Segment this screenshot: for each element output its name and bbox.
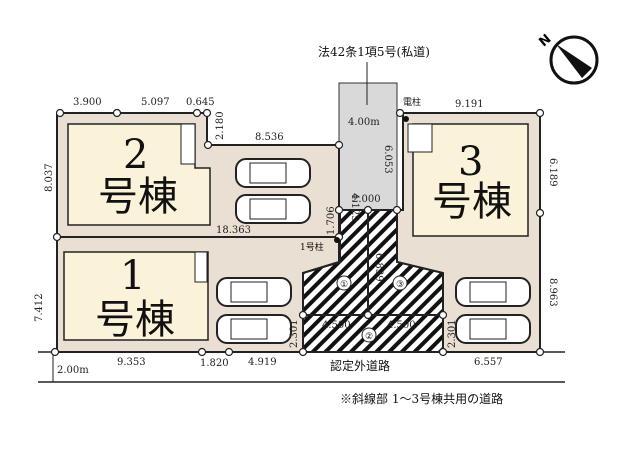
car-icon: [455, 314, 531, 344]
section-marks: ① ② ③: [336, 275, 408, 343]
building-1-number: 1: [120, 253, 145, 299]
svg-text:1.820: 1.820: [200, 358, 229, 369]
pole-1-icon: [334, 237, 340, 243]
svg-text:0.645: 0.645: [186, 97, 215, 108]
svg-text:8.963: 8.963: [547, 278, 558, 307]
pole-icon: [403, 116, 409, 122]
svg-text:1.706: 1.706: [326, 206, 337, 235]
building-2-suffix: 号棟: [98, 174, 178, 220]
svg-text:4.129: 4.129: [349, 193, 360, 222]
building-1: [63, 251, 209, 341]
pole-1-label: 1号柱: [300, 241, 324, 253]
pole-label: 電柱: [403, 96, 421, 108]
svg-text:9.353: 9.353: [117, 357, 146, 368]
car-icon: [235, 194, 311, 224]
building-3-suffix: 号棟: [432, 179, 512, 225]
svg-text:7.412: 7.412: [34, 293, 45, 322]
svg-text:18.363: 18.363: [216, 225, 251, 236]
building-3-number: 3: [458, 139, 483, 185]
svg-text:8.536: 8.536: [255, 132, 284, 143]
svg-text:5.097: 5.097: [141, 97, 170, 108]
svg-text:4.500: 4.500: [387, 320, 416, 331]
svg-text:4.919: 4.919: [248, 357, 277, 368]
building-2-number: 2: [123, 132, 148, 178]
car-icon: [216, 314, 292, 344]
svg-text:6.053: 6.053: [382, 145, 393, 174]
svg-text:①: ①: [340, 280, 348, 290]
road-label: 認定外道路: [330, 358, 390, 373]
footnote: ※斜線部 1〜3号棟共用の道路: [340, 391, 503, 406]
svg-text:2.000: 2.000: [352, 194, 381, 205]
svg-text:6.189: 6.189: [547, 158, 558, 187]
private-road-title: 法42条1項5号(私道): [318, 45, 430, 59]
svg-text:③: ③: [396, 280, 404, 290]
svg-text:2.180: 2.180: [215, 111, 226, 140]
car-icon: [455, 277, 531, 307]
svg-text:N: N: [536, 32, 554, 50]
car-icon: [235, 158, 311, 188]
svg-text:2.301: 2.301: [289, 319, 300, 348]
cars: [216, 158, 531, 344]
svg-text:6.557: 6.557: [474, 357, 503, 368]
north-arrow-icon: N: [536, 32, 599, 85]
car-icon: [216, 277, 292, 307]
svg-text:4.500: 4.500: [322, 320, 351, 331]
svg-text:②: ②: [365, 332, 373, 342]
road-width-bottom: 2.00m: [57, 365, 89, 376]
boundary-markers: [50, 108, 545, 357]
private-road: [338, 82, 398, 211]
svg-text:6.839: 6.839: [373, 253, 384, 282]
svg-text:2.301: 2.301: [447, 319, 458, 348]
road-width-top: 4.00m: [348, 117, 380, 128]
svg-text:9.191: 9.191: [455, 99, 484, 110]
svg-text:3.900: 3.900: [73, 97, 102, 108]
dimensions: 3.900 5.097 0.645 2.180 8.536 8.037 18.3…: [34, 97, 558, 369]
building-1-suffix: 号棟: [95, 297, 175, 343]
svg-text:8.037: 8.037: [44, 163, 55, 192]
